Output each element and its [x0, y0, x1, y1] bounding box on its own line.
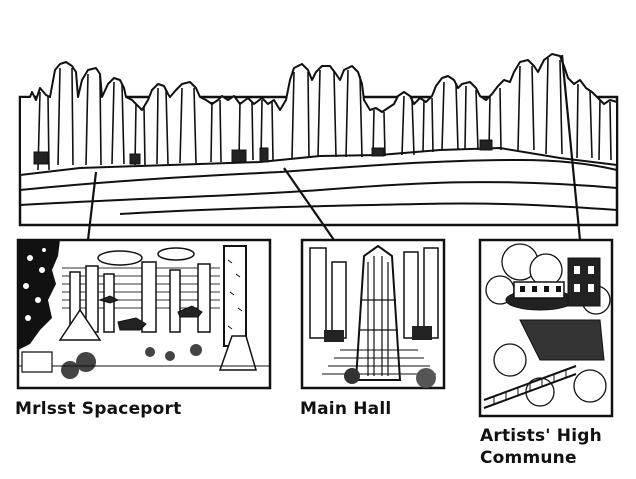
- trunk-lines: [37, 57, 612, 171]
- caption-main-hall: Main Hall: [300, 399, 392, 419]
- panel-commune: [478, 238, 614, 418]
- pointer-main-hall: [283, 167, 335, 241]
- panel-spaceport: [16, 238, 272, 390]
- caption-commune-line2: Commune: [480, 448, 577, 468]
- caption-spaceport: Mrlsst Spaceport: [15, 399, 182, 419]
- caption-commune: Artists' High Commune: [480, 425, 602, 469]
- panel-main-hall: [300, 238, 446, 390]
- hall-building: [354, 244, 402, 381]
- panorama: [18, 53, 619, 227]
- skyline-buildings: [33, 139, 493, 165]
- caption-commune-line1: Artists' High: [480, 426, 602, 446]
- pointer-lines: [86, 54, 582, 241]
- foliage-left: [18, 240, 60, 350]
- tower-column: [223, 245, 247, 347]
- pointer-commune: [560, 54, 582, 241]
- commune-tower: [567, 257, 601, 307]
- ground-strata: [19, 158, 618, 215]
- pointer-spaceport: [86, 171, 98, 241]
